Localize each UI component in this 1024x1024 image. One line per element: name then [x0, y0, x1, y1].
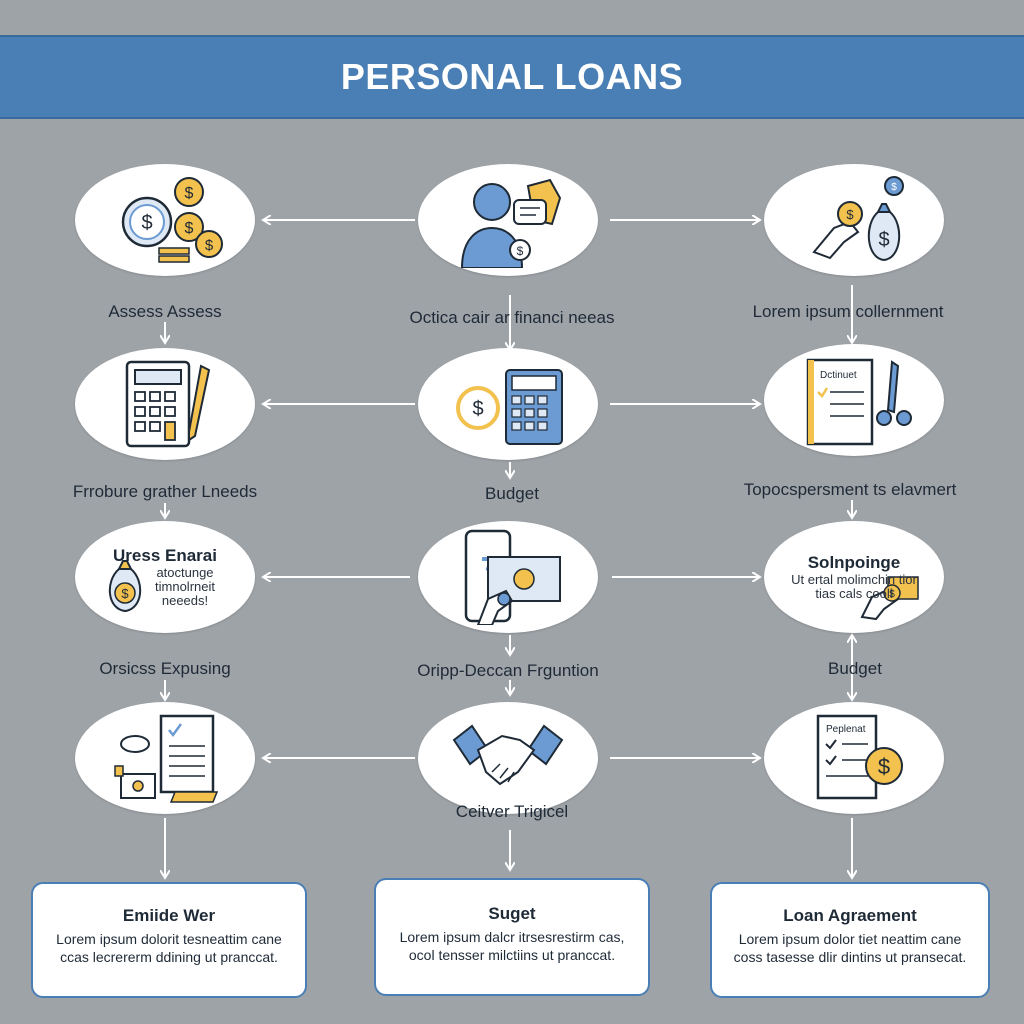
label-financial-needs: Octica cair ar financi neeas [409, 308, 615, 327]
checklist-icon [114, 714, 219, 803]
card-loan-agreement: Loan Agraement Lorem ipsum dolor tiet ne… [710, 882, 990, 998]
card-title: Suget [488, 904, 536, 923]
node-checklist [75, 702, 255, 814]
node-budget: $ [418, 348, 598, 460]
document-pen-icon: Dctinuet [806, 358, 912, 446]
svg-text:$: $ [472, 398, 483, 420]
node-solnpoinge-title: Solnpoinge [807, 553, 901, 572]
node-solnpoinge: Solnpoinge Ut ertal molimchin tior tias … [764, 521, 944, 633]
label-expusing: Orsicss Expusing [99, 659, 231, 678]
node-money-bag: $ $ $ [764, 164, 944, 276]
node-solnpoinge-line-1: Ut ertal molimchin tior [791, 572, 917, 587]
label-assess: Assess Assess [108, 302, 222, 321]
node-uress-title: Uress Enarai [113, 546, 217, 565]
node-handshake [418, 702, 598, 814]
node-advisor: $ [418, 164, 598, 276]
label-budget-2: Budget [828, 659, 882, 678]
svg-text:$: $ [517, 244, 524, 258]
label-frguntion: Oripp-Deccan Frguntion [417, 661, 599, 680]
page-title: PERSONAL LOANS [340, 56, 684, 97]
svg-text:$: $ [205, 237, 214, 254]
node-uress-line-1: atoctunge [156, 565, 214, 580]
svg-text:$: $ [185, 185, 194, 202]
svg-text:$: $ [141, 212, 152, 234]
node-calculator [75, 348, 255, 460]
node-assess: $ $ $ $ [75, 164, 255, 276]
card-suget: Suget Lorem ipsum dalcr itrsesrestirm ca… [374, 878, 650, 996]
money-bag-icon: $ [108, 560, 142, 613]
advisor-icon: $ [460, 178, 562, 268]
agreement-icon: Peplenat $ [816, 714, 903, 800]
svg-text:$: $ [889, 589, 895, 600]
card-payment-icon [464, 529, 561, 625]
node-card-payment [418, 521, 598, 633]
card-title: Loan Agraement [783, 906, 917, 925]
budget-calculator-icon: $ [456, 369, 563, 445]
title-banner: PERSONAL LOANS [0, 35, 1024, 119]
card-body: Lorem ipsum dolorit tesneattim cane ccas… [56, 931, 282, 965]
money-bag-icon: $ $ $ [812, 176, 904, 262]
svg-text:$: $ [878, 229, 889, 251]
card-body: Lorem ipsum dalcr itrsesrestirm cas, oco… [399, 929, 625, 963]
card-title: Emiide Wer [122, 906, 216, 925]
svg-text:$: $ [891, 182, 897, 193]
node-agreement: Peplenat $ [764, 702, 944, 814]
agreement-title: Peplenat [826, 724, 866, 735]
node-solnpoinge-line-2: tias cals cooll [815, 586, 893, 601]
svg-text:$: $ [846, 207, 854, 222]
document-title: Dctinuet [820, 370, 857, 381]
calculator-pencil-icon [125, 360, 211, 448]
cash-hand-icon: $ [860, 576, 919, 621]
label-collernment: Lorem ipsum collernment [752, 302, 944, 321]
node-document: Dctinuet [764, 344, 944, 456]
label-trigicel: Ceitver Trigicel [455, 802, 569, 821]
label-budget-1: Budget [485, 484, 539, 503]
node-uress-line-3: neeeds! [161, 593, 209, 608]
label-elavmert: Topocspersment ts elavmert [743, 480, 957, 499]
node-uress: Uress Enarai atoctunge timnolrneit neeed… [75, 521, 255, 633]
card-emiide: Emiide Wer Lorem ipsum dolorit tesneatti… [31, 882, 307, 998]
coins-icon: $ $ $ $ [121, 177, 223, 263]
svg-text:$: $ [121, 586, 129, 601]
svg-text:$: $ [878, 754, 890, 779]
label-lneeds: Frrobure grather Lneeds [72, 482, 258, 501]
svg-text:$: $ [185, 220, 194, 237]
handshake-icon [452, 724, 564, 786]
node-uress-line-2: timnolrneit [155, 579, 215, 594]
card-body: Lorem ipsum dolor tiet neattim cane coss… [733, 931, 967, 965]
